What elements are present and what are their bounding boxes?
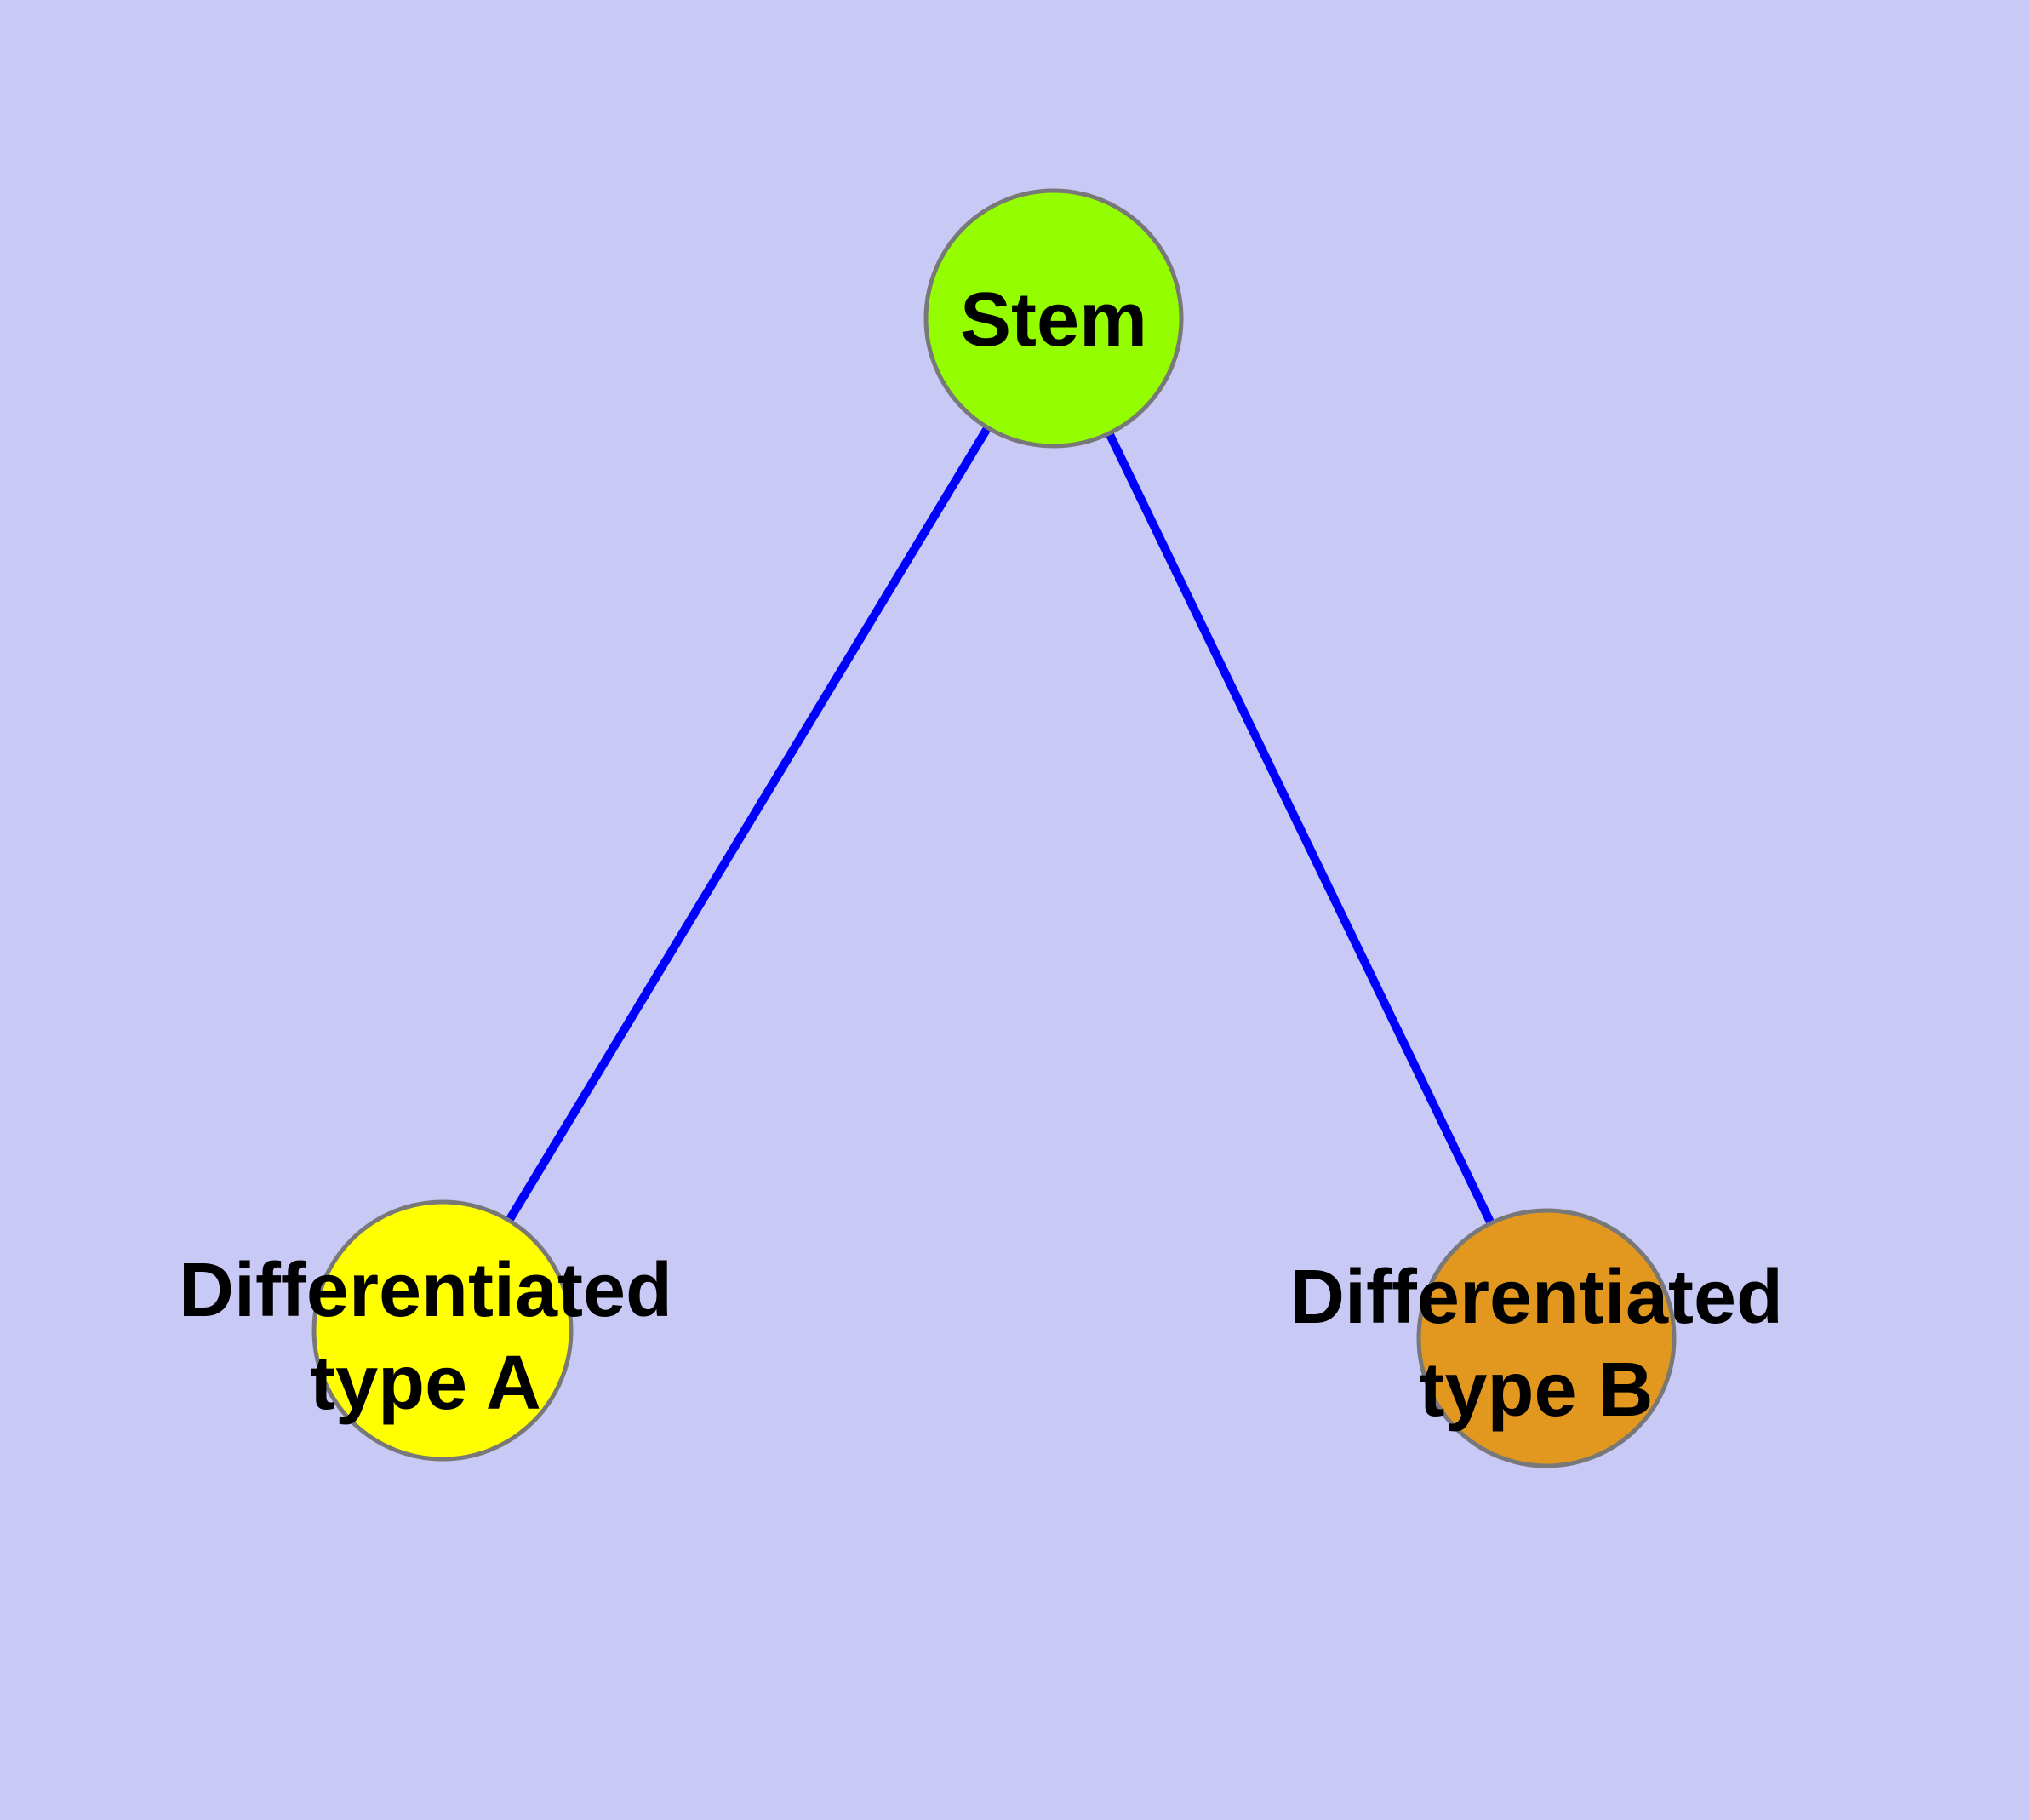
node-type-a-label-line2: type A [310, 1341, 541, 1426]
node-type-a-circle [311, 1199, 574, 1462]
node-stem-circle [923, 188, 1184, 449]
edge-stem-to-type-a [438, 316, 1058, 1333]
node-type-a-label-line1: Differentiated [179, 1248, 672, 1333]
edge-stem-to-type-b [1049, 316, 1551, 1341]
node-stem-label: Stem [960, 278, 1147, 363]
node-differentiated-type-b: Differentiated type B [1289, 1208, 1783, 1468]
node-type-b-label-line1: Differentiated [1289, 1255, 1783, 1340]
node-type-b-label-line2: type B [1419, 1348, 1653, 1433]
node-stem: Stem [923, 188, 1184, 449]
node-type-b-circle [1416, 1208, 1677, 1468]
node-differentiated-type-a: Differentiated type A [179, 1199, 672, 1462]
